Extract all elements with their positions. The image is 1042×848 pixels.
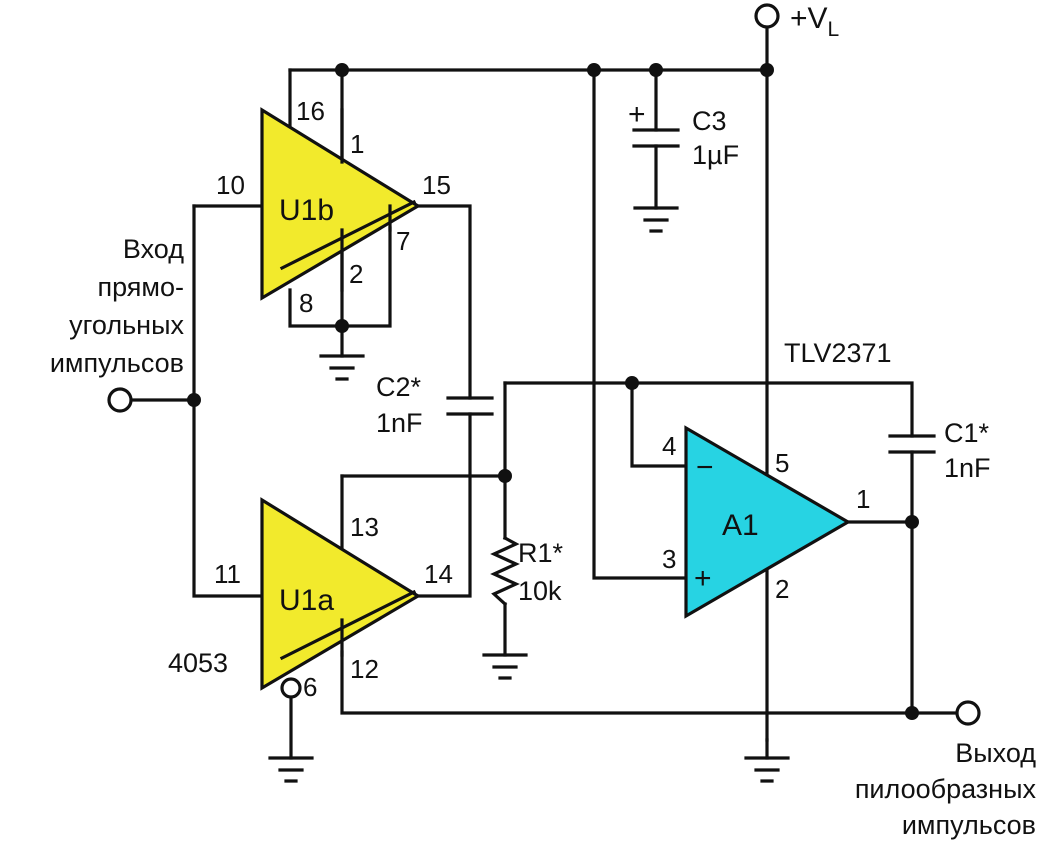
feedback-top-wire bbox=[503, 381, 914, 438]
u1b-pin1-label: 1 bbox=[350, 129, 364, 159]
capacitor-c2 bbox=[446, 396, 494, 416]
input-label-line: Вход bbox=[123, 234, 184, 264]
output-label-line: пилообразных bbox=[855, 774, 1037, 804]
output-label: Выход пилообразных импульсов bbox=[855, 738, 1037, 840]
junction-dot bbox=[760, 63, 774, 77]
a1-pin1-label: 1 bbox=[856, 484, 870, 514]
u1a-pin11-label: 11 bbox=[214, 559, 241, 589]
input-label-line: угольных bbox=[69, 310, 184, 340]
u1b-name: U1b bbox=[279, 194, 334, 227]
a1-minus-sign: − bbox=[696, 451, 714, 484]
opamp-part-number: TLV2371 bbox=[784, 338, 892, 368]
u1a-pin13-label: 13 bbox=[350, 512, 379, 542]
a1-pin5-label: 5 bbox=[775, 448, 789, 478]
u1b-pin7-label: 7 bbox=[396, 226, 410, 256]
u1a-pin6-label: 6 bbox=[303, 672, 317, 702]
junction-dot bbox=[587, 63, 601, 77]
ground-symbols bbox=[268, 206, 790, 783]
c1-name: C1* bbox=[944, 418, 990, 448]
opamp-a1 bbox=[684, 425, 852, 619]
junction-dot bbox=[335, 319, 349, 333]
u1b-output-wire bbox=[416, 204, 472, 400]
input-label-line: импульсов bbox=[50, 348, 184, 378]
a1-noninv-wire bbox=[592, 68, 688, 580]
mux-u1b-switch bbox=[279, 199, 417, 271]
output-label-line: импульсов bbox=[902, 810, 1036, 840]
input-bus-wire bbox=[192, 204, 264, 598]
u1b-pin16-label: 16 bbox=[296, 96, 325, 126]
u1b-pin15-label: 15 bbox=[422, 170, 451, 200]
c3-name: C3 bbox=[692, 106, 727, 136]
a1-pin4-label: 4 bbox=[662, 431, 676, 461]
junction-dot bbox=[625, 376, 639, 390]
mux-part-number: 4053 bbox=[168, 648, 228, 678]
junction-dot bbox=[335, 63, 349, 77]
u1a-pin14-label: 14 bbox=[424, 559, 453, 589]
opamp-a1-body bbox=[684, 425, 852, 619]
junction-dot bbox=[498, 469, 512, 483]
u1a-pin12-wire bbox=[340, 650, 958, 715]
junction-dot bbox=[905, 515, 919, 529]
ground-icon bbox=[482, 653, 528, 680]
mux-u1b-body bbox=[260, 107, 422, 301]
u1a-name: U1a bbox=[279, 584, 334, 617]
c2-name: C2* bbox=[376, 372, 422, 402]
c3-polarity: + bbox=[628, 98, 646, 131]
input-terminal bbox=[107, 387, 133, 413]
capacitor-c3 bbox=[632, 128, 680, 148]
input-label-line: прямо- bbox=[97, 272, 184, 302]
r1-value: 10k bbox=[518, 576, 562, 606]
ground-icon bbox=[268, 756, 314, 783]
mux-u1b bbox=[260, 107, 422, 301]
input-label: Вход прямо- угольных импульсов bbox=[50, 234, 185, 378]
u1b-pin2-label: 2 bbox=[349, 259, 363, 289]
mux-u1a-body bbox=[260, 497, 422, 691]
junction-dot bbox=[905, 706, 919, 720]
a1-name: A1 bbox=[722, 509, 759, 542]
u1b-pin10-label: 10 bbox=[216, 170, 245, 200]
a1-pin2-label: 2 bbox=[775, 574, 789, 604]
c1-value: 1nF bbox=[944, 453, 991, 483]
output-terminal bbox=[955, 700, 981, 726]
r1-name: R1* bbox=[518, 538, 564, 568]
mux-u1a-switch bbox=[279, 589, 417, 661]
c2-value: 1nF bbox=[376, 408, 423, 438]
ground-icon bbox=[633, 206, 679, 233]
a1-inv-wire bbox=[630, 381, 688, 468]
a1-pin3-label: 3 bbox=[662, 544, 676, 574]
junction-dots bbox=[187, 63, 919, 720]
u1b-pin8-label: 8 bbox=[299, 288, 313, 318]
junction-dot bbox=[649, 63, 663, 77]
ground-icon bbox=[319, 354, 365, 381]
c3-value: 1µF bbox=[692, 140, 739, 170]
wires bbox=[130, 28, 958, 760]
ground-icon bbox=[744, 756, 790, 783]
a1-plus-sign: + bbox=[694, 562, 712, 595]
junction-dot bbox=[187, 393, 201, 407]
output-label-line: Выход bbox=[955, 738, 1036, 768]
u1a-pin12-label: 12 bbox=[350, 654, 379, 684]
supply-terminal bbox=[754, 3, 780, 29]
resistor-r1 bbox=[490, 535, 520, 607]
mux-u1a bbox=[260, 497, 422, 699]
capacitor-c1 bbox=[888, 434, 936, 454]
inversion-bubble-icon bbox=[280, 677, 302, 699]
supply-label: +VL bbox=[790, 2, 839, 41]
